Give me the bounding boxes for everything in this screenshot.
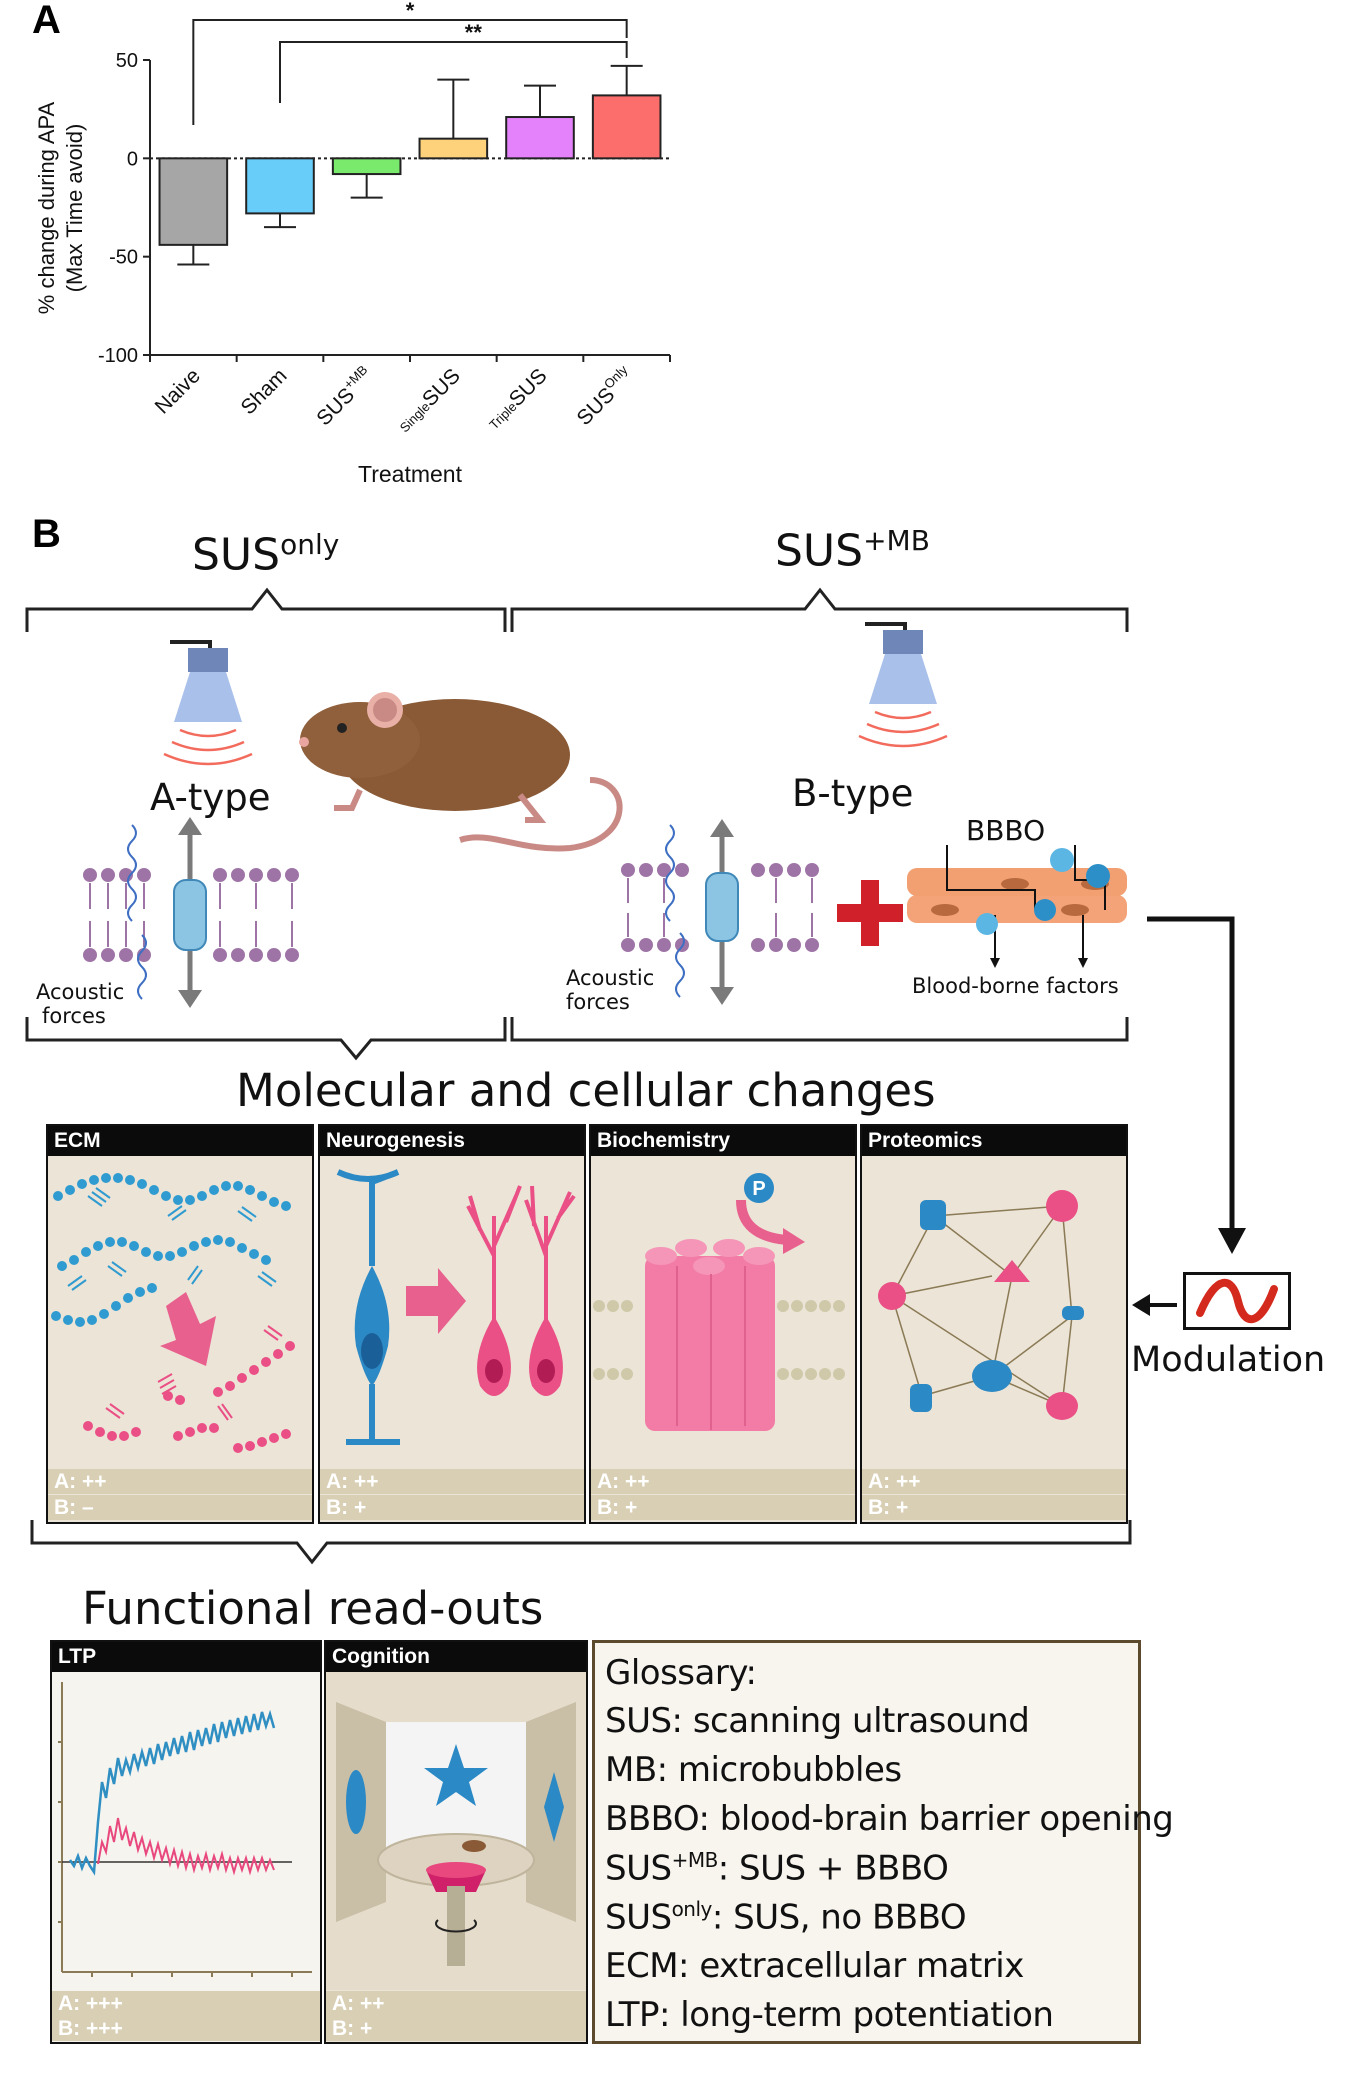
plus-icon: [837, 880, 903, 946]
transducer-icon-left: [163, 640, 253, 766]
sine-wave-icon: [1196, 1279, 1278, 1323]
phospho-label: P: [752, 1178, 765, 1200]
card-proteomics-title: Proteomics: [862, 1126, 1126, 1156]
modulation-small-arrow: [1132, 1294, 1150, 1316]
x-axis-title: Treatment: [358, 461, 463, 487]
cognition-illustration: [326, 1672, 586, 1990]
card-cognition: Cognition A: ++ B: +: [324, 1640, 588, 2044]
membrane-left: [83, 817, 299, 1008]
glossary-bbbo: BBBO: blood-brain barrier opening: [605, 1799, 1174, 1839]
glossary-sus: SUS: scanning ultrasound: [605, 1701, 1030, 1741]
card-neurogenesis: Neurogenesis A: ++ B: +: [318, 1124, 586, 1524]
glossary-sus-mb: SUS+MB: SUS + BBBO: [605, 1848, 949, 1889]
card-ecm-title: ECM: [48, 1126, 312, 1156]
mouse-icon: [299, 692, 623, 852]
membrane-right: [621, 819, 819, 1005]
modulation-arrow-head: [1218, 1228, 1246, 1254]
sus-mb-top-bracket: [510, 587, 1129, 632]
bar-susonly: [591, 94, 662, 160]
card-cognition-title: Cognition: [326, 1642, 586, 1672]
sus-only-bottom-bracket: [25, 1017, 507, 1061]
y-tick-label: 0: [127, 148, 138, 170]
glossary-ecm: ECM: extracellular matrix: [605, 1946, 1024, 1986]
blood-borne-label: Blood-borne factors: [912, 974, 1119, 998]
y-tick-label: -50: [109, 247, 138, 269]
ecm-arrow: [160, 1292, 216, 1366]
card-cognition-a: A: ++: [326, 1991, 586, 2016]
ltp-trace: [58, 1682, 312, 1977]
bar-sham: [245, 157, 315, 215]
y-axis-title-line1: % change during APA: [34, 101, 59, 314]
glossary-mb: MB: microbubbles: [605, 1750, 902, 1790]
card-proteomics-a: A: ++: [862, 1469, 1126, 1494]
card-ltp-b: B: +++: [52, 2016, 320, 2041]
bar-naive: [158, 157, 229, 246]
card-ecm-a: A: ++: [48, 1469, 312, 1494]
significance-label: *: [406, 0, 415, 23]
significance-bracket: [192, 19, 628, 125]
ecm-illustration: [51, 1173, 295, 1453]
y-tick-label: -100: [98, 345, 138, 367]
bbbo-label: BBBO: [966, 814, 1046, 847]
sus-mb-bottom-bracket: [510, 1017, 1129, 1042]
glossary-sus-only: SUSonly: SUS, no BBBO: [605, 1897, 967, 1938]
modulation-label: Modulation: [1131, 1340, 1326, 1380]
proteomics-illustration: [878, 1190, 1084, 1420]
neurogenesis-illustration: [336, 1169, 576, 1445]
sus-only-title: SUSonly: [192, 528, 340, 581]
card-biochemistry: Biochemistry P A: ++ B: +: [589, 1124, 857, 1524]
card-ecm-b: B: –: [48, 1495, 312, 1520]
molecular-title: Molecular and cellular changes: [236, 1064, 936, 1117]
card-ltp-title: LTP: [52, 1642, 320, 1672]
b-type-label: B-type: [792, 772, 914, 815]
y-axis-title-line2: (Max Time avoid): [62, 124, 87, 293]
card-biochemistry-b: B: +: [591, 1495, 855, 1520]
neurogenesis-arrow: [406, 1268, 466, 1334]
sus-mb-title: SUS+MB: [775, 524, 930, 577]
modulation-box: [1183, 1272, 1291, 1330]
card-biochemistry-a: A: ++: [591, 1469, 855, 1494]
card-ltp-a: A: +++: [52, 1991, 320, 2016]
cards-bottom-bracket: [30, 1520, 1132, 1565]
card-neurogenesis-b: B: +: [320, 1495, 584, 1520]
a-type-label: A-type: [150, 776, 271, 819]
card-neurogenesis-a: A: ++: [320, 1469, 584, 1494]
card-ecm: ECM A: ++ B: –: [46, 1124, 314, 1524]
card-biochemistry-title: Biochemistry: [591, 1126, 855, 1156]
card-cognition-b: B: +: [326, 2016, 586, 2041]
y-tick-label: 50: [116, 50, 138, 72]
card-proteomics-b: B: +: [862, 1495, 1126, 1520]
sus-only-top-bracket: [25, 587, 507, 632]
significance-bracket: [279, 41, 628, 103]
acoustic-forces-right: Acoustic forces: [566, 966, 655, 1014]
card-neurogenesis-title: Neurogenesis: [320, 1126, 584, 1156]
significance-label: **: [465, 20, 483, 45]
card-ltp: LTP A: +++ B: +++: [50, 1640, 322, 2044]
star-icon: [424, 1744, 488, 1806]
glossary-ltp: LTP: long-term potentiation: [605, 1995, 1054, 2035]
modulation-arrow-line: [1147, 916, 1235, 1230]
panel-a-letter: A: [32, 0, 61, 42]
bar-triplesus: [505, 116, 575, 160]
glossary-box: Glossary: SUS: scanning ultrasound MB: m…: [592, 1640, 1174, 2044]
glossary-title: Glossary:: [605, 1653, 757, 1693]
card-proteomics: Proteomics A: ++ B: +: [860, 1124, 1128, 1524]
functional-title: Functional read-outs: [82, 1582, 544, 1635]
biochemistry-illustration: P: [593, 1173, 845, 1431]
acoustic-forces-left: Acoustic forces: [36, 980, 125, 1028]
vessel-icon: [907, 845, 1127, 968]
panel-b-letter: B: [32, 512, 61, 556]
transducer-icon-right: [858, 622, 948, 748]
